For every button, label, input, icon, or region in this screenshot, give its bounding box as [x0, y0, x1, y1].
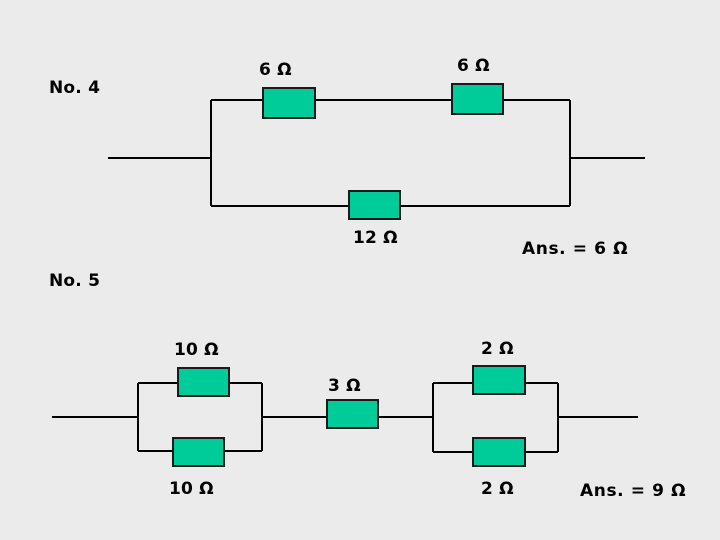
- resistor-label-2ohm-bottom: 2 Ω: [481, 479, 514, 499]
- problem-5-heading: No. 5: [49, 271, 101, 291]
- resistor-body-10ohm-bottom: [172, 437, 225, 467]
- resistor-body-3ohm: [326, 399, 379, 429]
- resistor-body-2ohm-bottom: [472, 437, 526, 467]
- resistor-label-2ohm-top: 2 Ω: [481, 339, 514, 359]
- problem-4-heading: No. 4: [49, 78, 101, 98]
- problem-4-answer: Ans. = 6 Ω: [522, 239, 629, 259]
- resistor-label-3ohm: 3 Ω: [328, 376, 361, 396]
- resistor-label-10ohm-bottom: 10 Ω: [169, 479, 214, 499]
- resistor-body-2ohm-top: [472, 365, 526, 395]
- resistor-label-6ohm-top-left: 6 Ω: [259, 60, 292, 80]
- resistor-body-6ohm-top-right: [451, 83, 504, 115]
- resistor-body-6ohm-top-left: [262, 87, 316, 119]
- problem-5-answer: Ans. = 9 Ω: [580, 481, 687, 501]
- circuit-no-4: [108, 83, 645, 220]
- resistor-label-12ohm-bottom: 12 Ω: [353, 228, 398, 248]
- resistor-body-10ohm-top: [177, 367, 230, 397]
- resistor-label-6ohm-top-right: 6 Ω: [457, 56, 490, 76]
- resistor-label-10ohm-top: 10 Ω: [174, 340, 219, 360]
- resistor-body-12ohm-bottom: [348, 190, 401, 220]
- circuit-no-5: [52, 365, 638, 467]
